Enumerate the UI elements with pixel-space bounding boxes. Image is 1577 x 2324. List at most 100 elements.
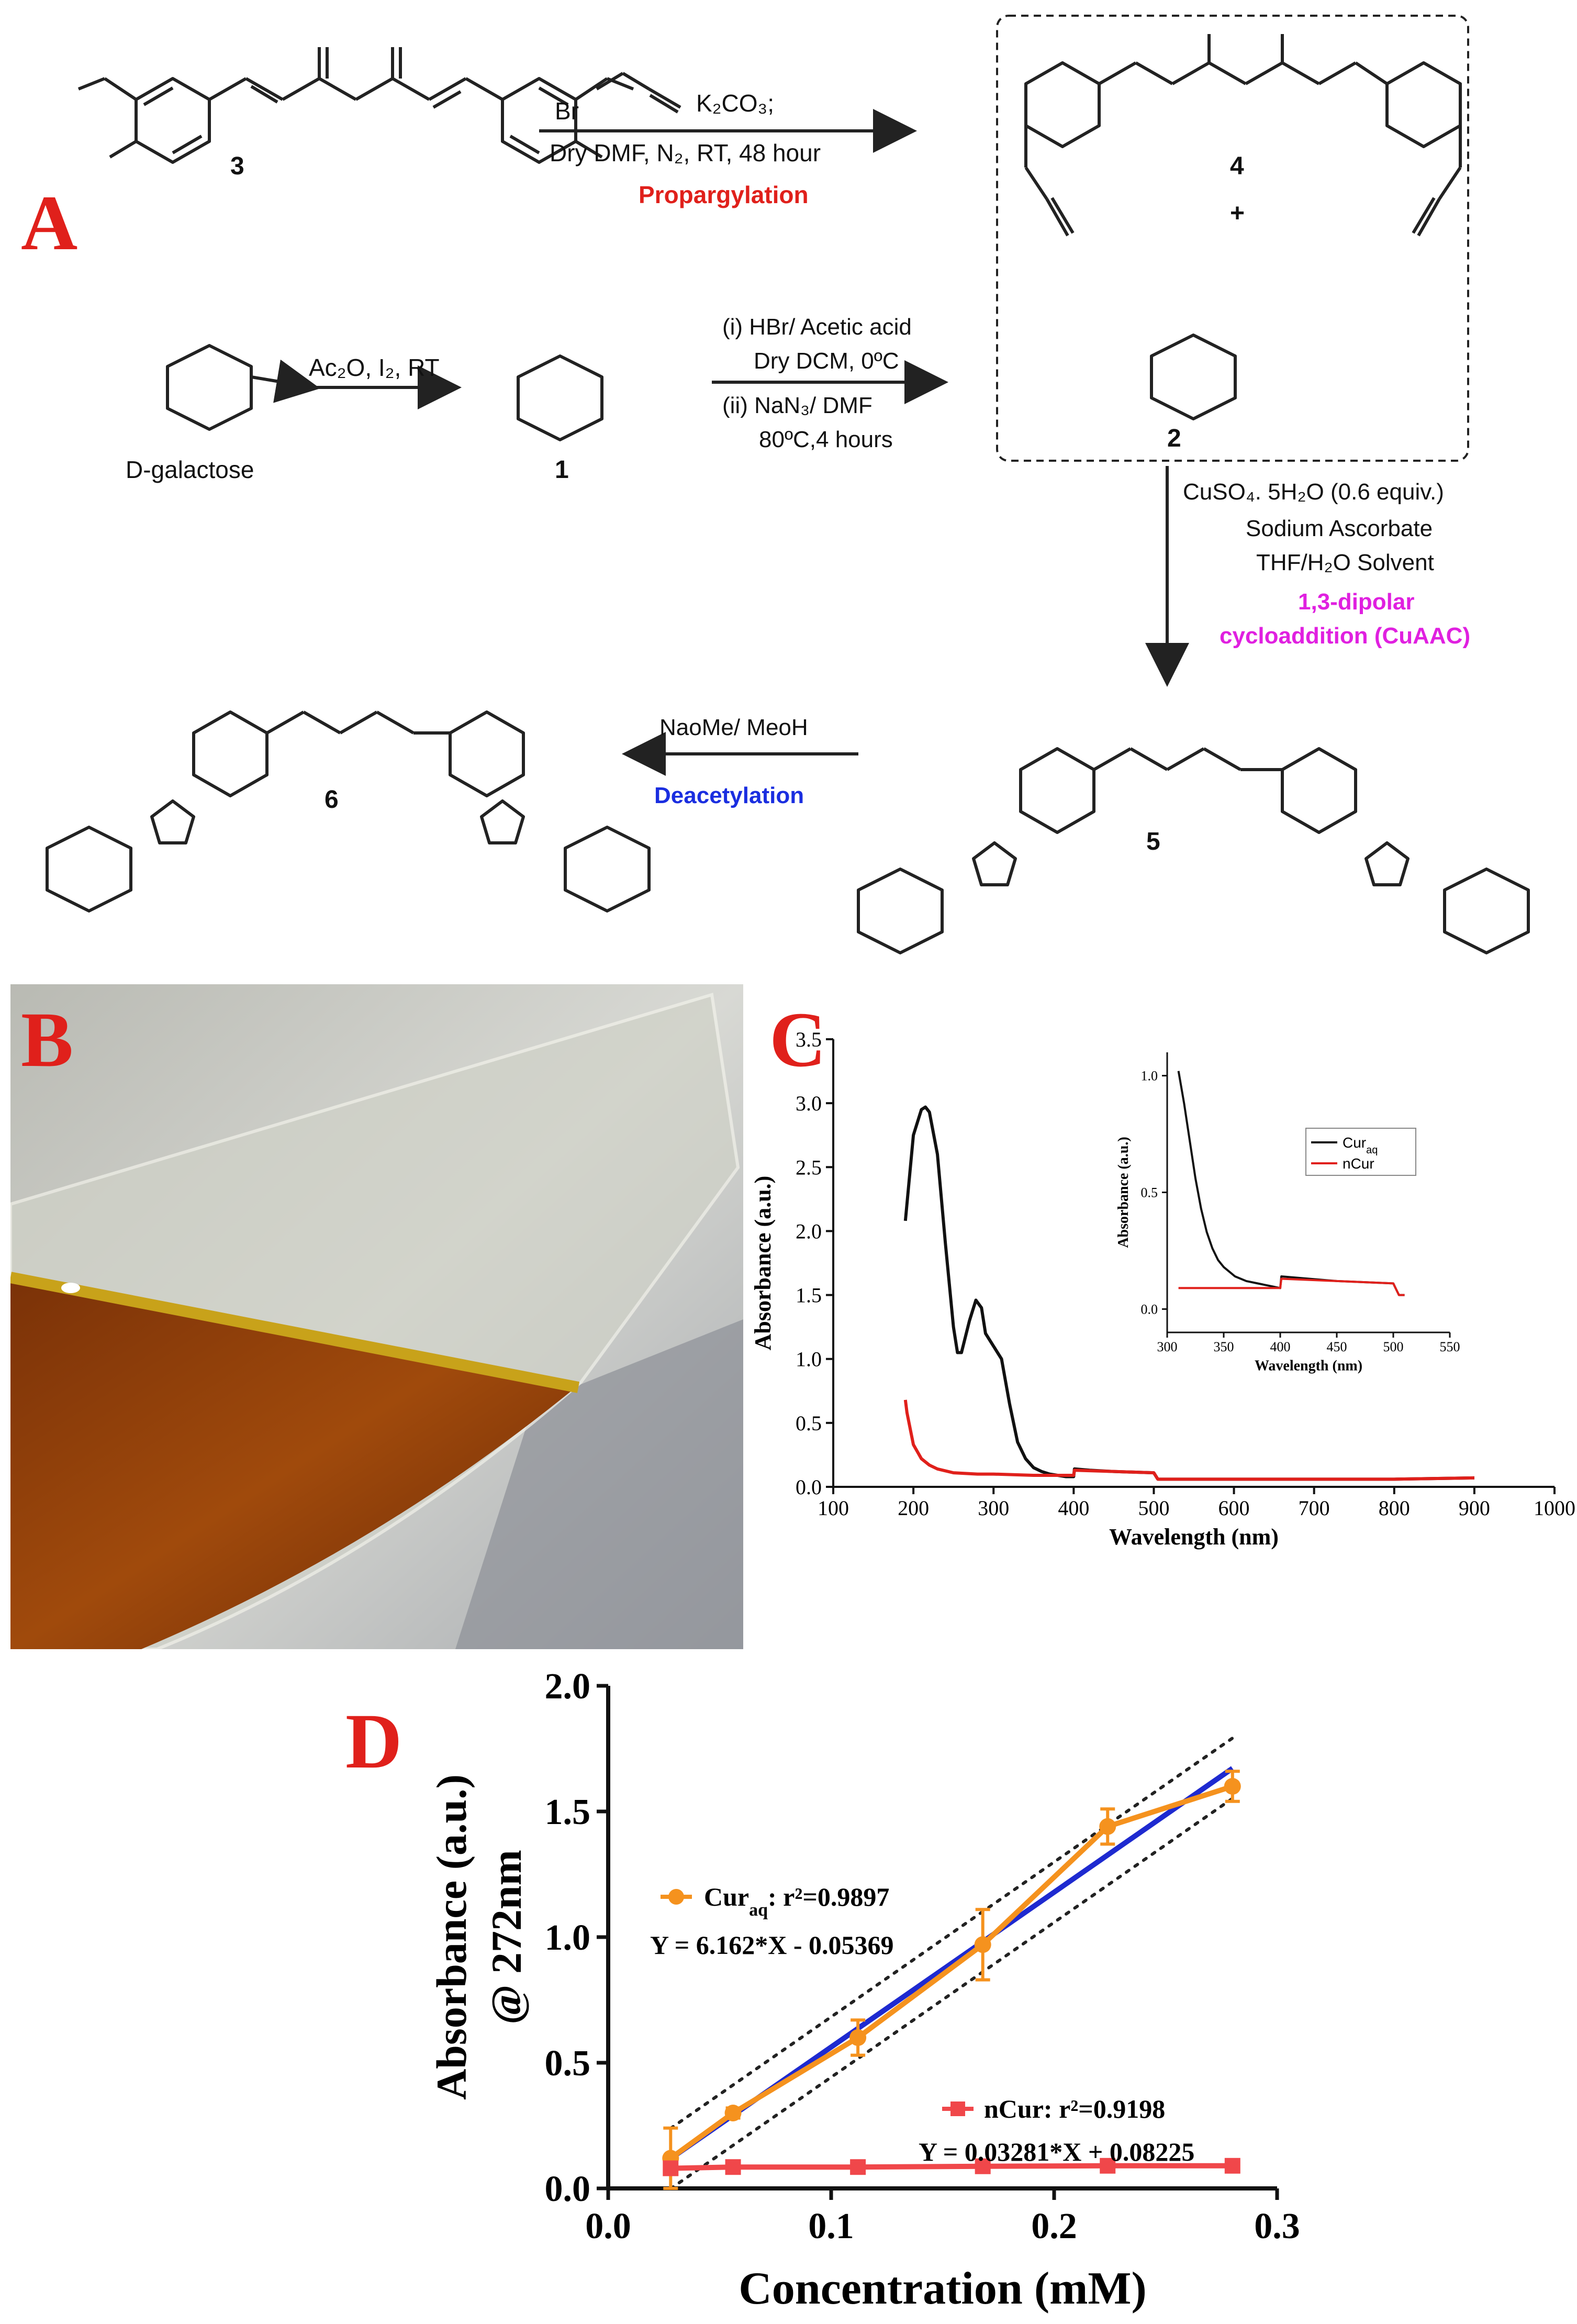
panel-label-d: D — [345, 1698, 402, 1785]
x-tick-label: 100 — [818, 1496, 849, 1520]
x-tick-label: 500 — [1138, 1496, 1169, 1520]
legend-box — [1305, 1128, 1416, 1176]
data-point — [1224, 2158, 1240, 2174]
y-tick-label: 0.5 — [796, 1411, 822, 1435]
x-axis-label: Wavelength (nm) — [1255, 1358, 1362, 1374]
step5-name: Deacetylation — [654, 783, 804, 808]
data-point — [850, 2159, 866, 2175]
data-point — [663, 2160, 679, 2176]
series-line-1 — [670, 2163, 1233, 2171]
panel-label-b: B — [21, 996, 74, 1083]
reaction-scheme — [46, 15, 1530, 954]
x-tick-label: 550 — [1440, 1339, 1460, 1354]
x-tick-label: 350 — [1214, 1339, 1234, 1354]
series-line-0 — [669, 1784, 1234, 2161]
ncur-annotation: nCur: r²=0.9198 Y = 0.03281*X + 0.08225 — [919, 2094, 1194, 2166]
y-tick-label: 0.0 — [545, 2169, 591, 2209]
panel-a: A — [0, 0, 1577, 974]
series-line-1 — [903, 1399, 1474, 1481]
x-tick-label: 1000 — [1534, 1496, 1575, 1520]
ncur-legend-marker — [950, 2101, 965, 2116]
data-point — [724, 2105, 742, 2121]
plus-sign: + — [1230, 199, 1245, 227]
x-tick-label: 300 — [1157, 1339, 1178, 1354]
ncur-equation: Y = 0.03281*X + 0.08225 — [919, 2137, 1194, 2166]
x-tick-label: 500 — [1383, 1339, 1404, 1354]
panel-label-a: A — [21, 180, 78, 266]
pentaacetyl-galactose-structure — [517, 354, 603, 441]
y-axis-label: Absorbance (a.u.) — [750, 1176, 776, 1351]
y-tick-label: 1.0 — [1141, 1069, 1158, 1084]
y-tick-label: 1.5 — [545, 1792, 591, 1832]
data-point — [1224, 1778, 1241, 1795]
series-line-1 — [1178, 1277, 1405, 1296]
compound-1-label: 1 — [555, 456, 569, 484]
x-axis-label: Concentration (mM) — [739, 2263, 1147, 2314]
x-axis-label: Wavelength (nm) — [1109, 1524, 1279, 1550]
step1-conditions: Dry DMF, N₂, RT, 48 hour — [550, 139, 821, 166]
x-tick-label: 0.1 — [808, 2206, 854, 2247]
step4-name1: 1,3-dipolar — [1298, 589, 1415, 615]
step1-reagent-base: K₂CO₃; — [696, 90, 775, 117]
vial-photo — [10, 984, 743, 1649]
y-tick-label: 2.0 — [796, 1219, 822, 1243]
compound-6-label: 6 — [325, 786, 339, 814]
step4-line2: Sodium Ascorbate — [1246, 516, 1433, 541]
data-point — [1100, 2158, 1116, 2174]
step3-line4: 80ºC,4 hours — [759, 427, 893, 452]
step4-line1: CuSO₄. 5H₂O (0.6 equiv.) — [1183, 479, 1444, 505]
step3-line1: (i) HBr/ Acetic acid — [722, 314, 912, 340]
x-tick-label: 450 — [1327, 1339, 1347, 1354]
y-axis-label-line2: @ 272nm — [483, 1850, 530, 2025]
step1-reagent-br: Br — [555, 97, 579, 125]
y-axis-label-line1: Absorbance (a.u.) — [428, 1774, 475, 2100]
acetylated-glycoconjugate-structure — [857, 747, 1530, 954]
x-tick-label: 0.2 — [1031, 2206, 1077, 2247]
x-tick-label: 400 — [1270, 1339, 1291, 1354]
y-tick-label: 3.0 — [796, 1092, 822, 1115]
y-axis-label: Absorbance (a.u.) — [1115, 1137, 1132, 1248]
galactose-label: D-galactose — [126, 456, 254, 483]
propargyl-curcumin-structure — [1024, 34, 1462, 237]
cur-legend-marker — [668, 1889, 684, 1905]
y-tick-label: 0.5 — [545, 2043, 591, 2084]
step1-name: Propargylation — [639, 181, 809, 208]
compound-5-label: 5 — [1146, 828, 1160, 855]
x-tick-label: 0.3 — [1254, 2206, 1300, 2247]
curcumin-structure — [77, 47, 634, 164]
y-tick-label: 0.0 — [796, 1475, 822, 1499]
x-tick-label: 700 — [1299, 1496, 1330, 1520]
x-tick-label: 600 — [1218, 1496, 1250, 1520]
cur-equation: Y = 6.162*X - 0.05369 — [650, 1930, 894, 1960]
y-tick-label: 1.5 — [796, 1284, 822, 1307]
confidence-band-1 — [669, 1736, 1234, 2130]
confidence-band-0 — [669, 1797, 1234, 2190]
data-point — [1099, 1818, 1116, 1835]
data-point — [849, 2029, 867, 2046]
step3-line3: (ii) NaN₃/ DMF — [722, 393, 873, 418]
x-tick-label: 300 — [978, 1496, 1009, 1520]
step5-reagents: NaoMe/ MeoH — [659, 715, 808, 740]
y-tick-label: 0.0 — [1141, 1302, 1158, 1317]
y-tick-label: 1.0 — [796, 1348, 822, 1371]
compound-3-label: 3 — [230, 152, 244, 180]
galactose-structure — [166, 344, 462, 431]
y-tick-label: 0.5 — [1141, 1185, 1158, 1200]
compound-4-label: 4 — [1230, 152, 1244, 180]
step3-line2: Dry DCM, 0ºC — [754, 348, 899, 374]
y-tick-label: 2.5 — [796, 1155, 822, 1179]
panel-label-c: C — [769, 996, 826, 1083]
ncur-legend-label: nCur: r²=0.9198 — [984, 2094, 1165, 2123]
panel-b: B — [10, 984, 743, 1649]
step4-name2: cycloaddition (CuAAC) — [1220, 623, 1471, 649]
deacetylated-glycoconjugate-structure — [46, 710, 651, 913]
y-tick-label: 3.5 — [796, 1028, 822, 1051]
data-point — [975, 2158, 991, 2174]
x-tick-label: 0.0 — [585, 2206, 631, 2247]
data-point — [974, 1936, 991, 1953]
